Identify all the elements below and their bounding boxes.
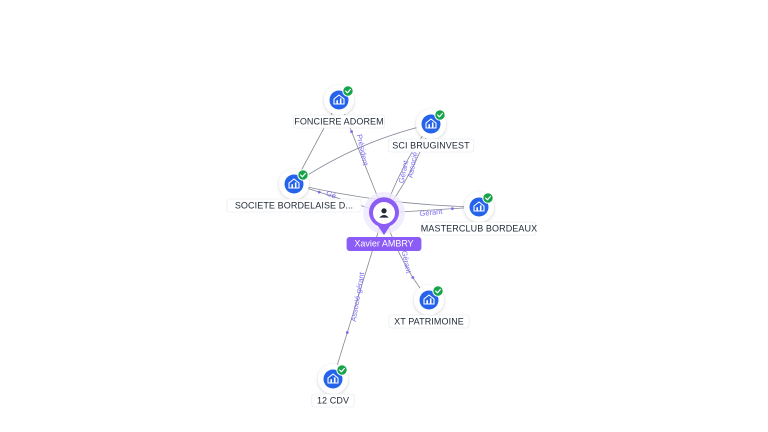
company-node-bruginvest[interactable]: SCI BRUGINVEST	[387, 109, 475, 153]
relation-label: Associé-gérant	[349, 271, 367, 323]
building-icon	[473, 201, 485, 212]
company-label: SOCIETE BORDELAISE D...	[235, 200, 353, 210]
company-node-disc	[421, 114, 441, 134]
person-icon	[379, 208, 389, 218]
verified-check-icon	[342, 85, 354, 97]
relation-label: Gérant	[400, 250, 414, 275]
building-icon	[423, 294, 435, 305]
company-label-background	[422, 221, 536, 236]
relation-edge[interactable]	[293, 123, 432, 185]
company-node-masterclub[interactable]: MASTERCLUB BORDEAUX	[421, 192, 537, 236]
person-node-center[interactable]: Xavier AMBRY	[346, 192, 422, 251]
company-node-xt[interactable]: XT PATRIMOINE	[388, 285, 470, 329]
verified-check-icon	[434, 109, 446, 121]
company-node-disc	[469, 197, 489, 217]
building-icon	[288, 178, 300, 189]
relation-arrow	[345, 331, 349, 334]
company-node-disc	[419, 290, 439, 310]
person-label-background	[346, 237, 422, 251]
verified-check-icon	[336, 364, 348, 376]
company-node-disc	[329, 90, 349, 110]
company-label-background	[388, 314, 470, 329]
relation-arrow	[350, 130, 353, 134]
building-icon	[327, 373, 339, 384]
relation-arrow	[451, 207, 454, 211]
company-label-background	[311, 393, 355, 408]
company-label: XT PATRIMOINE	[394, 316, 464, 326]
nodes-layer: FONCIERE ADOREM SCI BRUGINVEST SOCIETE BOR…	[226, 85, 537, 408]
verified-check-icon	[482, 192, 494, 204]
company-node-disc	[323, 369, 343, 389]
verified-check-icon	[297, 169, 309, 181]
verified-check-icon	[432, 285, 444, 297]
company-node-cdv[interactable]: 12 CDV	[311, 364, 355, 408]
company-label-background	[293, 114, 385, 129]
relation-arrow	[317, 190, 321, 194]
relation-label: Président	[355, 133, 371, 167]
building-icon	[333, 94, 345, 105]
building-icon	[425, 118, 437, 129]
company-label: 12 CDV	[317, 395, 349, 405]
company-label: MASTERCLUB BORDEAUX	[421, 223, 537, 233]
relation-label: Gé	[325, 188, 338, 200]
company-label-background	[387, 138, 475, 153]
company-label: FONCIERE ADOREM	[294, 116, 384, 126]
relation-arrow	[411, 276, 415, 279]
relation-label: Gérant	[419, 207, 444, 218]
company-label-background	[226, 198, 362, 213]
person-label: Xavier AMBRY	[354, 238, 413, 248]
company-node-bordelaise[interactable]: SOCIETE BORDELAISE D...	[226, 169, 362, 213]
company-node-adorem[interactable]: FONCIERE ADOREM	[293, 85, 385, 129]
company-label: SCI BRUGINVEST	[392, 140, 470, 150]
company-node-disc	[284, 174, 304, 194]
